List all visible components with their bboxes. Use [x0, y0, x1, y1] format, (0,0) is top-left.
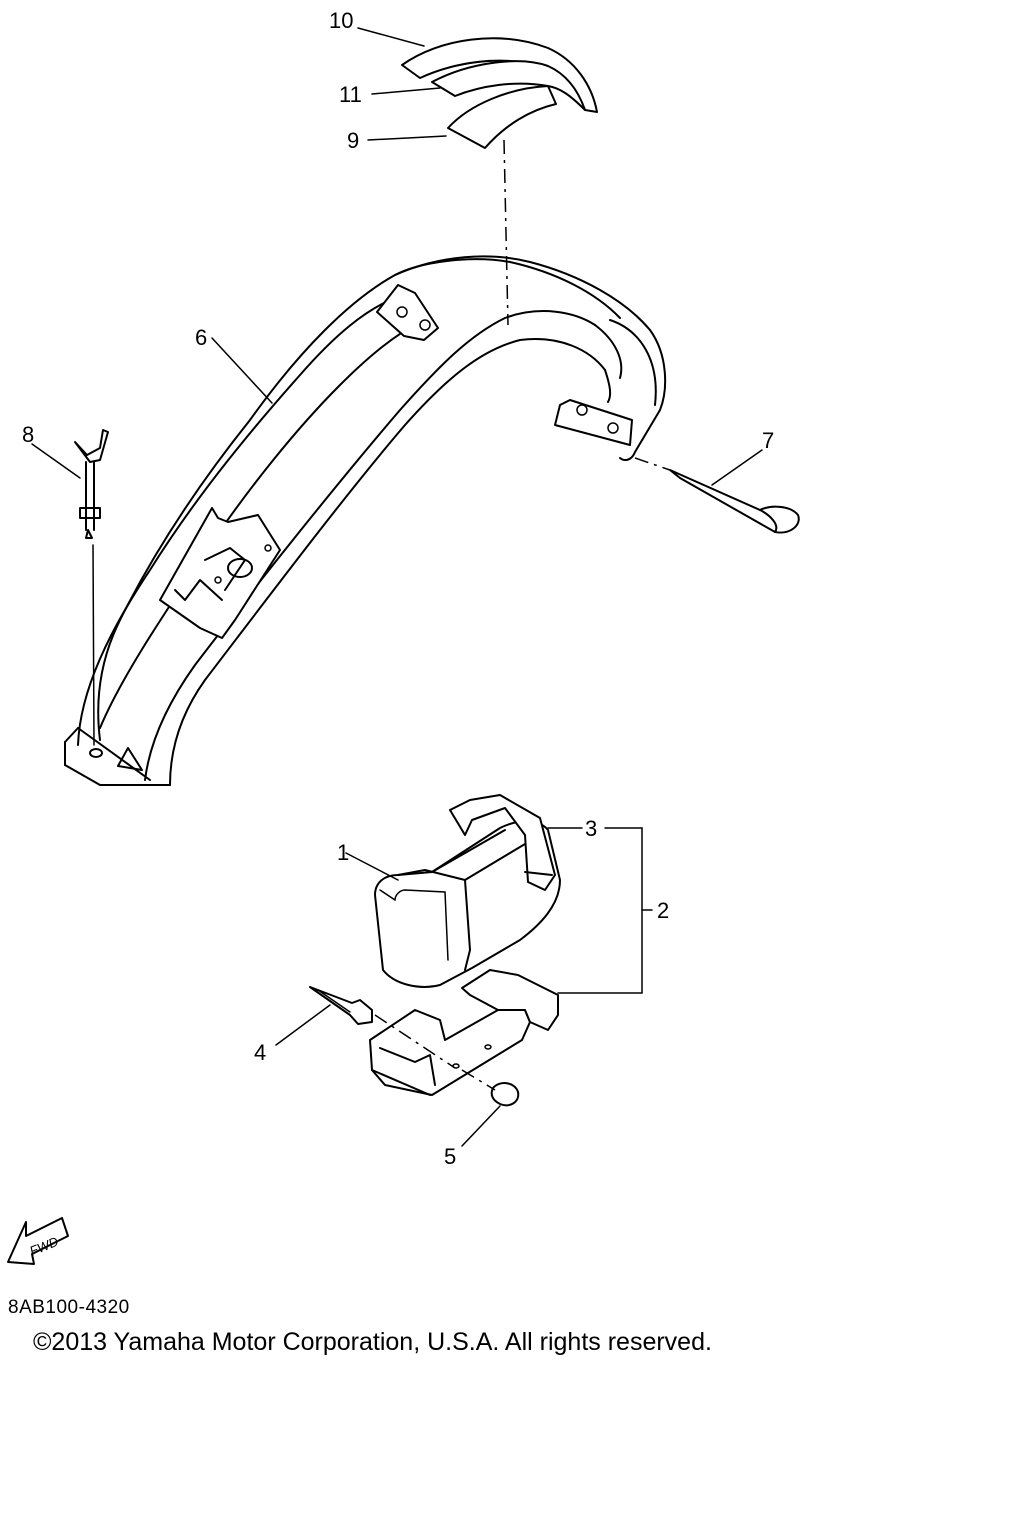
rear-fender [64, 255, 667, 786]
callout-3: 3 [585, 816, 597, 841]
tool-box-band [449, 794, 556, 891]
wing-bolt [74, 429, 109, 539]
callout-10: 10 [329, 8, 353, 33]
copyright-notice: ©2013 Yamaha Motor Corporation, U.S.A. A… [33, 1328, 712, 1356]
diagram-code: 8AB100-4320 [8, 1297, 130, 1318]
callout-11: 11 [339, 82, 362, 107]
callout-1: 1 [337, 840, 349, 865]
callout-6: 6 [195, 325, 207, 350]
callout-2: 2 [657, 898, 669, 923]
screw [309, 986, 373, 1025]
fwd-arrow-icon: FWD [7, 1217, 69, 1265]
emblem-decal-11 [431, 60, 586, 111]
callout-8: 8 [22, 422, 34, 447]
callout-9: 9 [347, 128, 359, 153]
tool-box-bracket [369, 969, 559, 1096]
nut [490, 1082, 520, 1107]
grab-stay-rod [669, 469, 800, 534]
callout-5: 5 [444, 1144, 456, 1169]
tool-box [374, 820, 561, 988]
callout-4: 4 [254, 1040, 266, 1065]
callout-7: 7 [762, 428, 774, 453]
emblem-decal-9 [447, 85, 557, 149]
